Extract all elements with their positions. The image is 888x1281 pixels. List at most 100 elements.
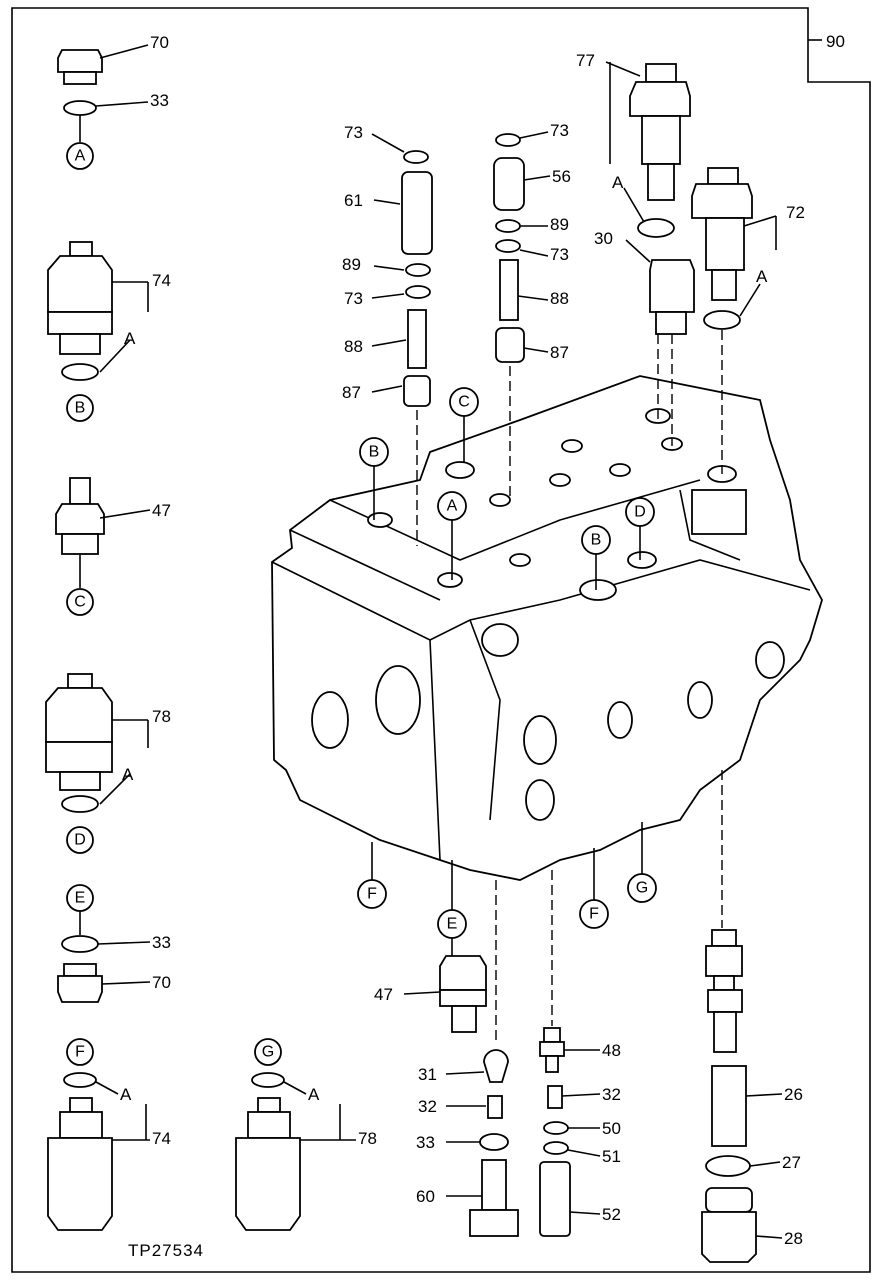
connection-letter-f: F <box>75 1044 85 1061</box>
plunger-part <box>539 1027 565 1073</box>
spring-part <box>407 309 427 369</box>
spring-part <box>487 1095 503 1119</box>
snap-ring-part <box>543 1141 569 1155</box>
connection-letter-a-label: A <box>308 1085 320 1104</box>
connection-letter-c: C <box>74 594 86 611</box>
connection-letter-f: F <box>589 906 599 923</box>
o-ring-part <box>403 150 429 164</box>
o-ring-part <box>479 1133 509 1151</box>
relief-valve-part <box>45 673 113 791</box>
o-ring-part <box>405 285 431 299</box>
connection-letter-e: E <box>75 890 86 907</box>
connection-letter-a-label: A <box>756 267 768 286</box>
callout-52: 52 <box>602 1205 621 1224</box>
relief-valve-part <box>235 1097 301 1231</box>
relief-valve-part <box>47 1097 113 1231</box>
sleeve-part <box>539 1161 571 1237</box>
callout-60: 60 <box>416 1187 435 1206</box>
callout-33-b: 33 <box>152 933 171 952</box>
ball-part <box>483 1049 509 1083</box>
callout-78-a: 78 <box>152 707 171 726</box>
o-ring-part <box>703 310 741 330</box>
check-valve-part <box>439 955 487 1033</box>
callout-47-b: 47 <box>374 985 393 1004</box>
connection-letter-d: D <box>74 832 86 849</box>
callout-31: 31 <box>418 1065 437 1084</box>
callout-51: 51 <box>602 1147 621 1166</box>
plug-part <box>701 1187 757 1263</box>
page-group-label: 90 <box>826 32 845 51</box>
o-ring-part <box>495 239 521 253</box>
callout-28: 28 <box>784 1229 803 1248</box>
callout-32-a: 32 <box>418 1097 437 1116</box>
o-ring-part <box>61 363 99 381</box>
connection-letter-g: G <box>262 1044 274 1061</box>
callout-87-a: 87 <box>342 383 361 402</box>
connection-letter-b: B <box>369 444 380 461</box>
o-ring-part <box>251 1072 285 1088</box>
connection-letter-a-label: A <box>122 765 134 784</box>
callout-73-d: 73 <box>550 245 569 264</box>
connection-letter-a: A <box>75 148 86 165</box>
callout-33-a: 33 <box>150 91 169 110</box>
o-ring-part <box>63 1072 97 1088</box>
o-ring-part <box>61 935 99 953</box>
callout-33-c: 33 <box>416 1133 435 1152</box>
callout-74-a: 74 <box>152 271 171 290</box>
callout-77: 77 <box>576 51 595 70</box>
page-frame <box>11 7 871 1273</box>
callout-70-a: 70 <box>150 33 169 52</box>
plug-part <box>57 963 103 1003</box>
spool-part <box>705 929 743 1053</box>
plug-part <box>57 49 103 85</box>
o-ring-part <box>637 218 675 238</box>
o-ring-part <box>705 1155 751 1177</box>
plug-part <box>469 1159 519 1237</box>
connection-letter-b: B <box>75 400 86 417</box>
connection-letter-b: B <box>591 532 602 549</box>
callout-56: 56 <box>552 167 571 186</box>
connection-letter-e: E <box>447 916 458 933</box>
connection-circle-b <box>66 394 94 422</box>
o-ring-part <box>495 133 521 147</box>
callout-32-b: 32 <box>602 1085 621 1104</box>
connection-letter-a: A <box>447 498 458 515</box>
callout-73-a: 73 <box>344 123 363 142</box>
callout-50: 50 <box>602 1119 621 1138</box>
connection-letter-g: G <box>636 880 648 897</box>
o-ring-part <box>543 1121 569 1135</box>
sleeve-part <box>401 171 433 255</box>
callout-89-b: 89 <box>550 215 569 234</box>
sleeve-part <box>493 157 525 211</box>
spring-part <box>711 1065 747 1147</box>
callout-26: 26 <box>784 1085 803 1104</box>
connection-circle-g <box>254 1038 282 1066</box>
callout-73-b: 73 <box>344 289 363 308</box>
relief-valve-part <box>629 63 691 201</box>
callout-88-b: 88 <box>550 289 569 308</box>
connection-circle-f <box>66 1038 94 1066</box>
callout-72: 72 <box>786 203 805 222</box>
o-ring-part <box>63 100 97 116</box>
callout-47-a: 47 <box>152 501 171 520</box>
connection-letter-f: F <box>367 886 377 903</box>
callout-78-b: 78 <box>358 1129 377 1148</box>
callout-74-b: 74 <box>152 1129 171 1148</box>
callout-87-b: 87 <box>550 343 569 362</box>
spring-part <box>547 1085 563 1109</box>
connection-letter-a-label: A <box>120 1085 132 1104</box>
callout-88-a: 88 <box>344 337 363 356</box>
connection-circle-c <box>66 588 94 616</box>
connection-letter-d: D <box>634 504 646 521</box>
callout-70-b: 70 <box>152 973 171 992</box>
o-ring-part <box>61 795 99 813</box>
relief-valve-part <box>47 241 113 355</box>
figure-reference-code: TP27534 <box>128 1241 204 1260</box>
control-valve-body <box>271 375 823 881</box>
connection-letter-c: C <box>458 394 470 411</box>
connection-letter-a-label: A <box>612 173 624 192</box>
callout-89-a: 89 <box>342 255 361 274</box>
adapter-part <box>649 259 695 335</box>
poppet-part <box>403 375 431 407</box>
